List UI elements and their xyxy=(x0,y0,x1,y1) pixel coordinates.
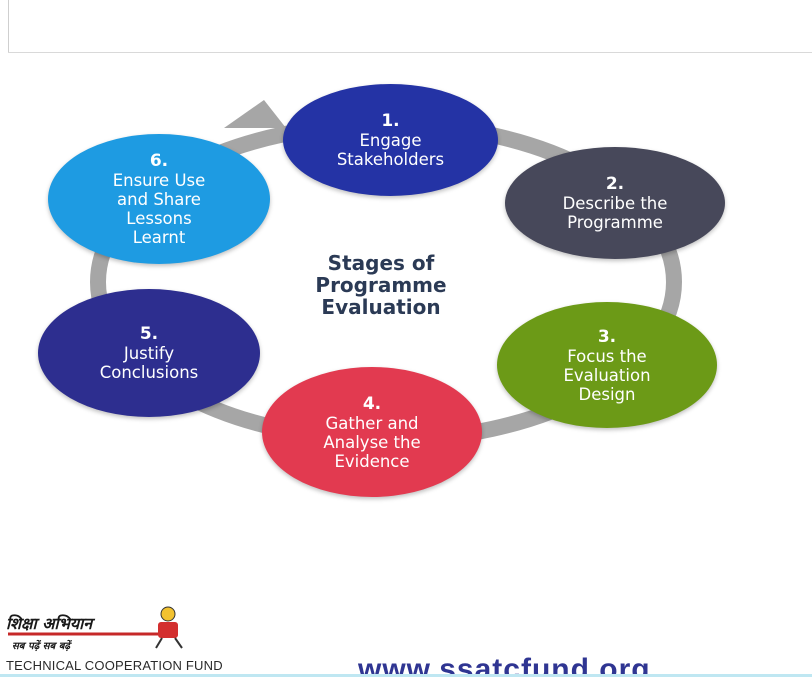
stage-label: Gather and Analyse the Evidence xyxy=(323,413,421,471)
footer-hindi-title: शिक्षा अभियान xyxy=(6,614,93,633)
stage-2-describe-programme: 2. Describe the Programme xyxy=(505,147,725,259)
diagram-title: Stages of Programme Evaluation xyxy=(315,251,447,319)
footer-hindi-tagline: सब पढ़ें सब बढ़ें xyxy=(12,641,71,652)
page-divider xyxy=(8,52,812,53)
footer-bar xyxy=(0,674,812,677)
stage-label: Ensure Use and Share Lessons Learnt xyxy=(112,171,206,247)
stage-number: 4. xyxy=(362,393,382,414)
stage-3-focus-evaluation-design: 3. Focus the Evaluation Design xyxy=(497,302,717,428)
stage-label: Engage Stakeholders xyxy=(336,131,445,169)
stage-6-ensure-use-share-lessons: 6. Ensure Use and Share Lessons Learnt xyxy=(48,134,270,264)
stage-label: Describe the Programme xyxy=(562,194,668,232)
stage-label: Justify Conclusions xyxy=(99,344,199,382)
stage-number: 1. xyxy=(381,111,400,131)
ssa-logo-icon xyxy=(0,606,183,649)
stage-5-justify-conclusions: 5. Justify Conclusions xyxy=(38,289,260,417)
footer-fund-name: TECHNICAL COOPERATION FUND xyxy=(6,658,223,673)
footer-website: www.ssatcfund.org xyxy=(358,653,651,677)
stage-number: 5. xyxy=(139,324,159,344)
stage-4-gather-analyse-evidence: 4. Gather and Analyse the Evidence xyxy=(262,367,482,497)
stage-number: 2. xyxy=(605,174,625,194)
stage-label: Focus the Evaluation Design xyxy=(563,346,651,404)
page-edge xyxy=(8,0,9,52)
stage-number: 6. xyxy=(149,151,169,171)
stage-1-engage-stakeholders: 1. Engage Stakeholders xyxy=(283,84,498,196)
cycle-arrowhead-icon xyxy=(224,100,286,128)
stage-number: 3. xyxy=(597,326,617,347)
